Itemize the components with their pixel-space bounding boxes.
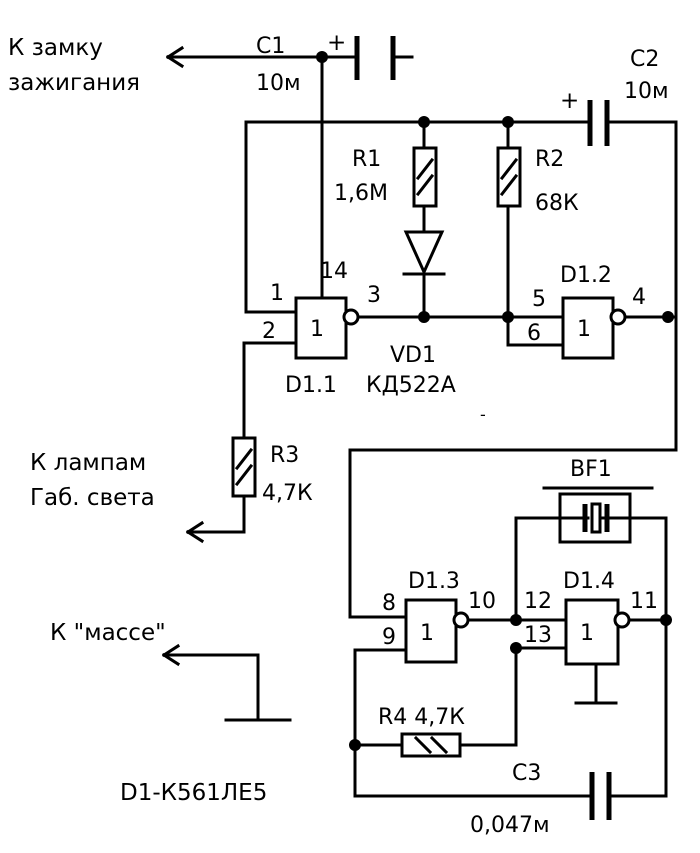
- r2-name: R2: [535, 147, 564, 172]
- pin-9: 9: [382, 625, 396, 650]
- minus-mark: -: [480, 405, 486, 424]
- d13-name: D1.3: [408, 569, 460, 594]
- c3-value: 0,047м: [470, 813, 550, 838]
- resistor-r3: [231, 436, 257, 498]
- gate-d1-4: [564, 598, 631, 666]
- r1-value: 1,6М: [334, 181, 388, 206]
- resistor-r4: [400, 732, 462, 758]
- lamps-label-line2: Габ. света: [30, 485, 155, 511]
- capacitor-c3: [589, 772, 612, 820]
- pin-6: 6: [527, 321, 541, 346]
- wires: [161, 45, 678, 798]
- c1-name: C1: [256, 34, 285, 59]
- gate-d1-2: [561, 296, 627, 360]
- d14-name: D1.4: [563, 569, 615, 594]
- buzzer-bf1: [542, 486, 654, 544]
- junction-dots: [316, 51, 674, 751]
- resistor-r1: [412, 146, 438, 208]
- r1-name: R1: [352, 147, 381, 172]
- pin-2: 2: [262, 319, 276, 344]
- d11-name: D1.1: [285, 373, 337, 398]
- gate-d1-3: [404, 598, 470, 664]
- d14-gate-symbol: 1: [580, 621, 594, 646]
- pin-8: 8: [382, 591, 396, 616]
- r3-name: R3: [270, 443, 299, 468]
- gate-d1-1: [294, 296, 360, 360]
- c2-value: 10м: [624, 79, 669, 104]
- r3-value: 4,7К: [262, 481, 313, 506]
- pin-4: 4: [632, 285, 646, 310]
- pin-1: 1: [270, 281, 284, 306]
- lamps-label-line1: К лампам: [30, 450, 146, 476]
- pin-3: 3: [367, 283, 381, 308]
- r2-value: 68К: [535, 191, 579, 216]
- c2-plus: +: [560, 88, 579, 114]
- ignition-label-line2: зажигания: [8, 70, 140, 96]
- d12-name: D1.2: [560, 263, 612, 288]
- pin-5: 5: [532, 287, 546, 312]
- ground-label: К "массе": [50, 620, 166, 646]
- pin-11: 11: [630, 589, 658, 614]
- pin-13: 13: [524, 623, 552, 648]
- vd1-value: КД522А: [366, 373, 456, 398]
- pin-14: 14: [320, 259, 348, 284]
- capacitor-c2: [587, 100, 610, 146]
- c1-plus: +: [327, 30, 346, 56]
- c2-name: C2: [630, 47, 659, 72]
- c3-name: C3: [512, 761, 541, 786]
- capacitor-c1: [354, 36, 396, 80]
- diode-vd1: [402, 230, 446, 276]
- chip-label: D1-К561ЛЕ5: [120, 780, 267, 806]
- bf1-name: BF1: [570, 457, 612, 482]
- c1-value: 10м: [256, 71, 301, 96]
- pin-10: 10: [468, 589, 496, 614]
- text-labels: К замку зажигания C1 10м + C2 10м + R1 1…: [8, 30, 669, 838]
- d11-gate-symbol: 1: [310, 317, 324, 342]
- vd1-name: VD1: [390, 343, 436, 368]
- d12-gate-symbol: 1: [577, 317, 591, 342]
- d13-gate-symbol: 1: [420, 621, 434, 646]
- pin-12: 12: [524, 589, 552, 614]
- resistor-r2: [496, 146, 522, 208]
- ignition-label-line1: К замку: [8, 35, 103, 61]
- r4-label: R4 4,7К: [378, 705, 465, 730]
